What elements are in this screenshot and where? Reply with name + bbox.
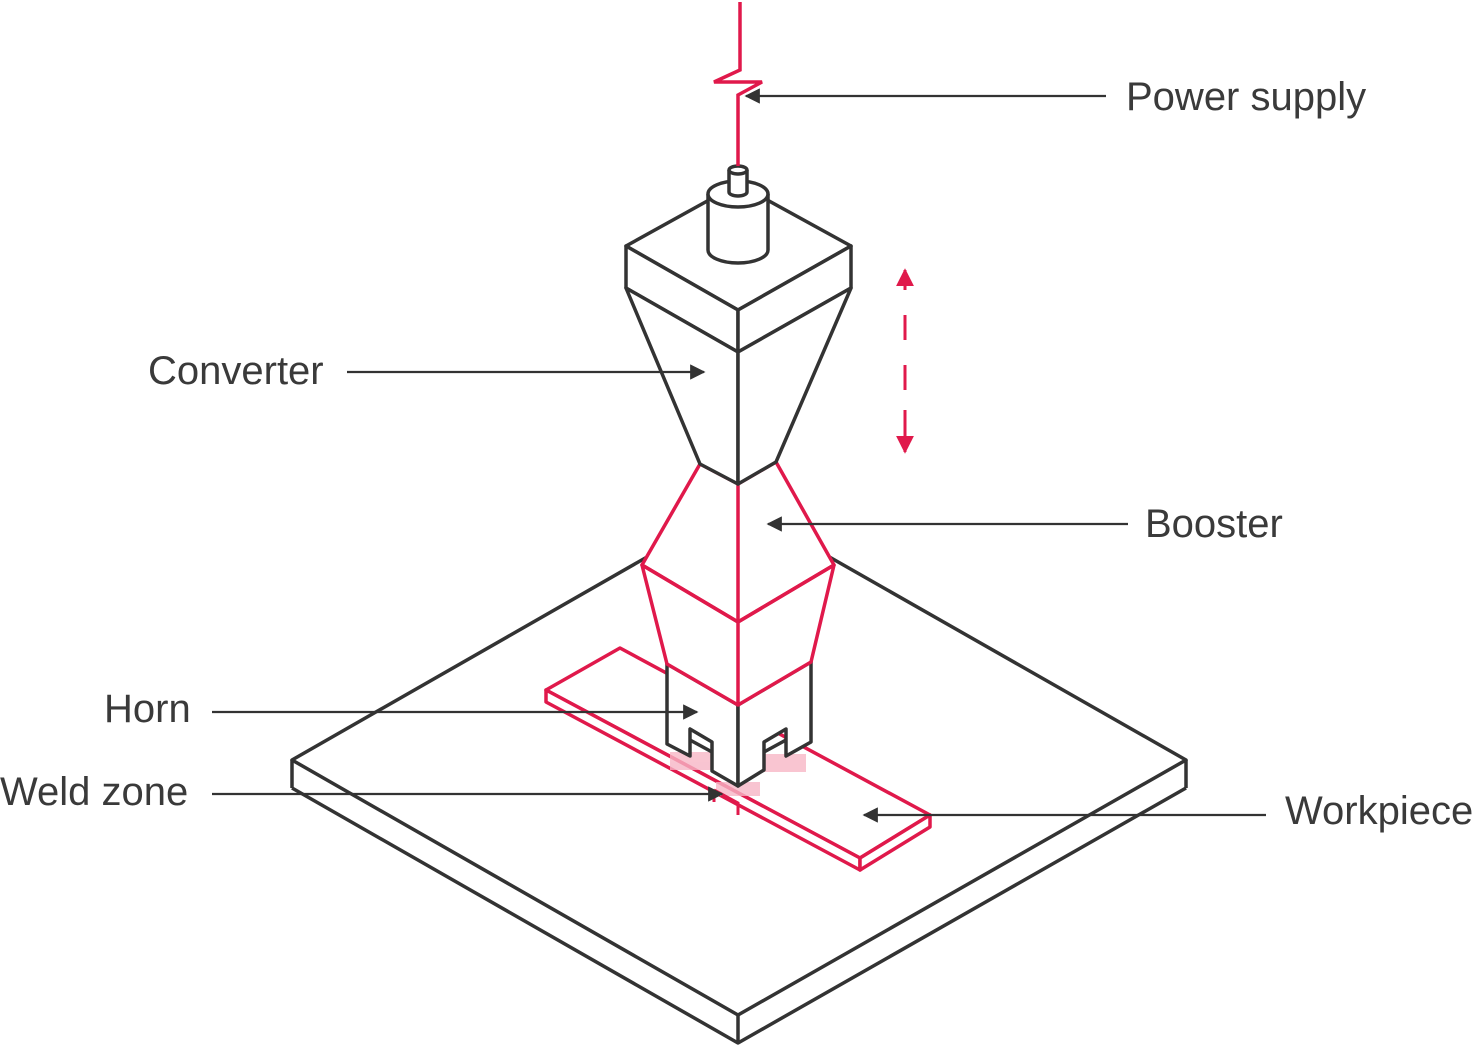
label-horn: Horn — [104, 687, 191, 731]
weld-zone-highlight — [670, 752, 806, 796]
label-booster: Booster — [1145, 502, 1283, 546]
label-weld-zone: Weld zone — [0, 770, 188, 814]
converter-cylinder — [706, 164, 770, 265]
label-power-supply: Power supply — [1126, 75, 1366, 119]
label-workpiece: Workpiece — [1285, 789, 1473, 833]
power-wire — [713, 2, 763, 166]
booster — [640, 460, 836, 707]
converter — [624, 182, 853, 486]
leader-lines — [212, 88, 1266, 823]
label-converter: Converter — [148, 349, 324, 393]
